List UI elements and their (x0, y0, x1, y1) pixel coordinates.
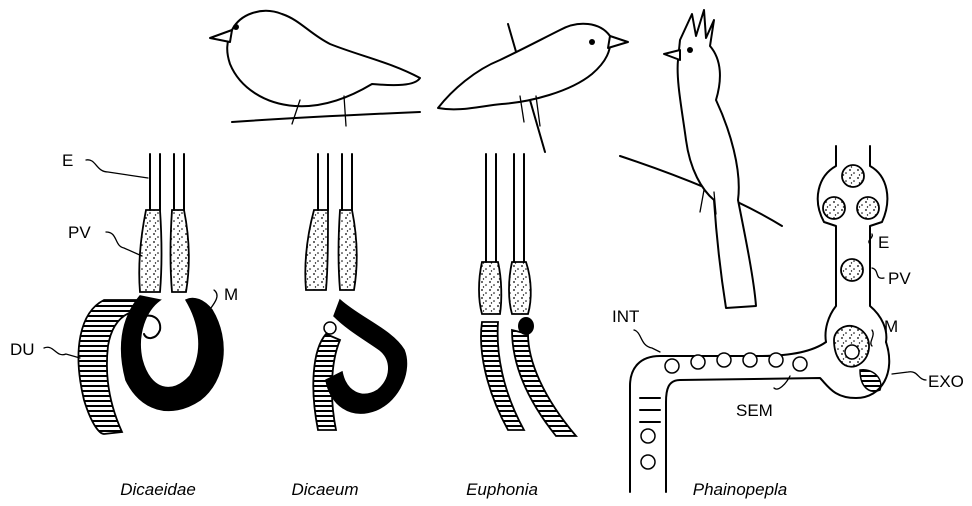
caption-euphonia: Euphonia (466, 480, 538, 499)
label-duodenum: DU (10, 340, 35, 359)
bird-phainopepla-illustration (620, 10, 782, 308)
bird-dicaeum-illustration (210, 11, 420, 126)
tract-dicaeum (305, 154, 406, 430)
caption-phainopepla: Phainopepla (693, 480, 788, 499)
tract-phainopepla (630, 146, 889, 492)
tract-euphonia (479, 154, 576, 436)
label-muscular-stomach-2: M (884, 317, 898, 336)
label-seeds: SEM (736, 401, 773, 420)
label-exocarp: EXO (928, 372, 964, 391)
tract-dicaeidae (78, 154, 223, 434)
label-esophagus-2: E (878, 233, 889, 252)
caption-dicaeum: Dicaeum (291, 480, 358, 499)
caption-dicaeidae: Dicaeidae (120, 480, 196, 499)
label-muscular-stomach-1: M (224, 285, 238, 304)
label-proventriculus-1: PV (68, 223, 91, 242)
label-esophagus-1: E (62, 151, 73, 170)
label-proventriculus-2: PV (888, 269, 911, 288)
bird-euphonia-illustration (438, 24, 628, 152)
label-intestine: INT (612, 307, 639, 326)
